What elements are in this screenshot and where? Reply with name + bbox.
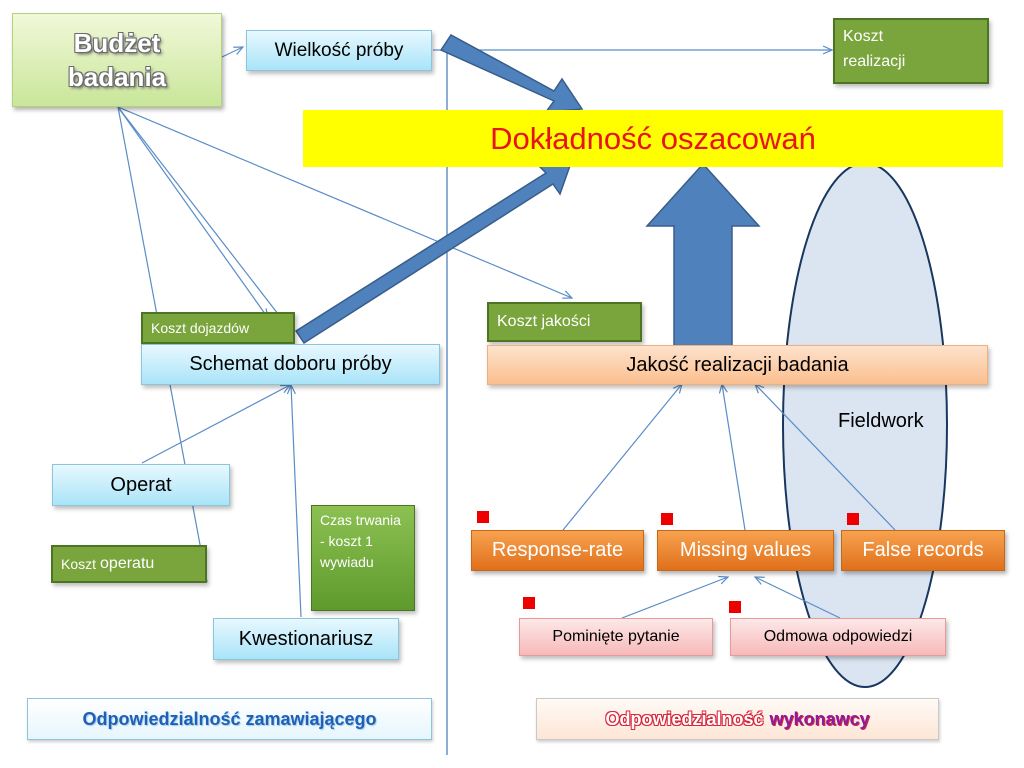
contractor-responsibility-box: Odpowiedzialność wykonawcy — [536, 698, 939, 740]
skipped-question-label: Pominięte pytanie — [552, 628, 680, 645]
sample-to-accuracy-arrow — [439, 34, 584, 113]
contractor-responsibility-label-b: wykonawcy — [769, 708, 870, 729]
false-records-box: False records — [841, 530, 1005, 571]
frame-box: Operat — [52, 464, 230, 506]
quality-label: Jakość realizacji badania — [626, 353, 849, 376]
travel-cost-box: Koszt dojazdów — [141, 312, 295, 344]
response-rate-label: Response-rate — [491, 539, 624, 561]
frame-cost-box: Koszt operatu — [51, 545, 207, 583]
questionnaire-box: Kwestionariusz — [213, 618, 399, 660]
quality-cost-box: Koszt jakości — [487, 302, 642, 342]
cost-realization-box: Koszt realizacji — [833, 18, 989, 84]
budget-box: Budżet badania — [12, 13, 222, 107]
missing-values-label: Missing values — [679, 539, 812, 561]
cost-realization-label: Koszt realizacji — [843, 28, 906, 70]
travel-cost-label: Koszt dojazdów — [151, 320, 250, 336]
skipped-question-box: Pominięte pytanie — [519, 618, 713, 656]
marker-false-records — [847, 513, 859, 525]
contractor-responsibility-label-a: Odpowiedzialność — [605, 708, 764, 729]
sample-size-label: Wielkość próby — [274, 39, 404, 61]
frame-cost-suffix: operatu — [100, 555, 155, 572]
block-arrows — [294, 34, 761, 347]
accuracy-band: Dokładność oszacowań — [303, 110, 1003, 167]
false-records-label: False records — [862, 539, 984, 561]
refusal-box: Odmowa odpowiedzi — [730, 618, 946, 656]
marker-missing-values — [661, 513, 673, 525]
fieldwork-label: Fieldwork — [838, 409, 924, 432]
marker-refusal — [729, 601, 741, 613]
frame-cost-prefix: Koszt — [61, 556, 97, 572]
sampling-scheme-label: Schemat doboru próby — [189, 353, 392, 375]
missing-values-box: Missing values — [657, 530, 834, 571]
quality-cost-label: Koszt jakości — [497, 313, 591, 330]
marker-skipped-question — [523, 597, 535, 609]
budget-label: Budżet badania — [67, 28, 167, 92]
marker-response-rate — [477, 511, 489, 523]
sampling-scheme-box: Schemat doboru próby — [141, 344, 440, 385]
response-rate-box: Response-rate — [471, 530, 644, 571]
questionnaire-label: Kwestionariusz — [238, 627, 374, 650]
quality-to-accuracy-arrow — [645, 162, 761, 347]
fieldwork-text: Fieldwork — [838, 408, 924, 434]
accuracy-label: Dokładność oszacowań — [490, 120, 816, 156]
sample-size-box: Wielkość próby — [246, 30, 432, 71]
duration-label: Czas trwania - koszt 1 wywiadu — [320, 512, 401, 570]
scheme-to-accuracy-arrow — [294, 159, 574, 345]
frame-label: Operat — [110, 473, 172, 496]
client-responsibility-box: Odpowiedzialność zamawiającego — [27, 698, 432, 740]
client-responsibility-label: Odpowiedzialność zamawiającego — [82, 708, 377, 729]
refusal-label: Odmowa odpowiedzi — [763, 628, 913, 645]
duration-box: Czas trwania - koszt 1 wywiadu — [311, 505, 415, 611]
quality-box: Jakość realizacji badania — [487, 345, 988, 385]
